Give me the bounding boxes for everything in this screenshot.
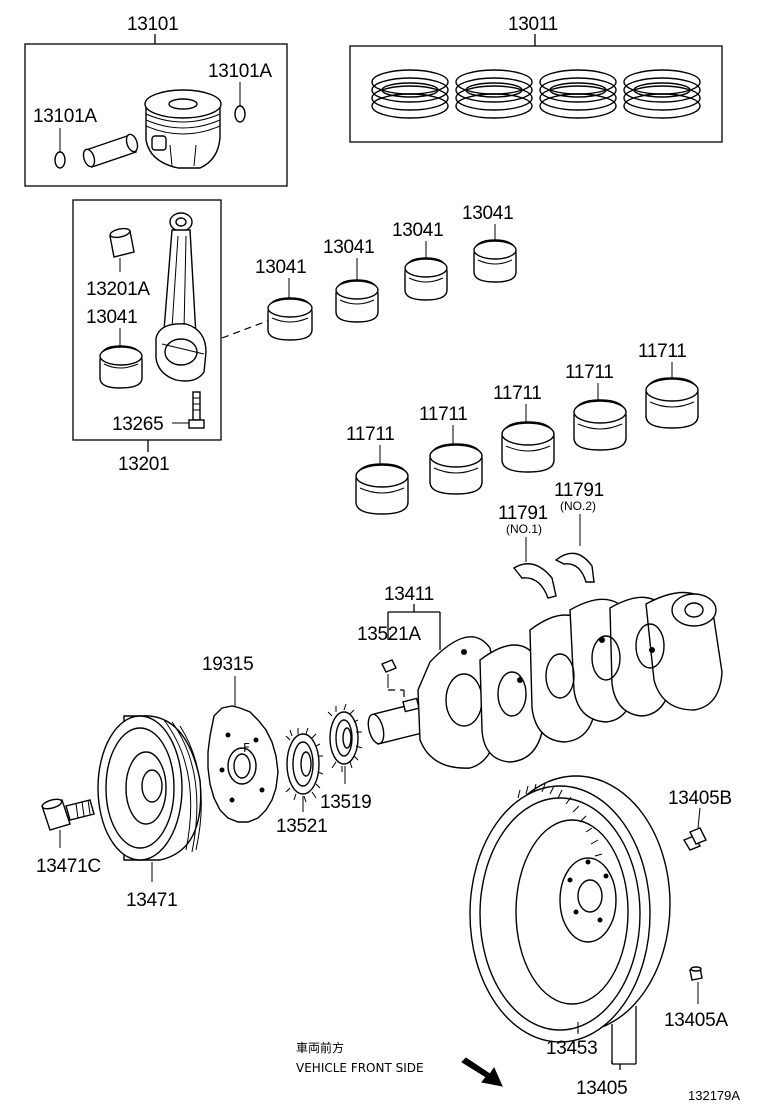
label-13041-a: 13041	[255, 257, 306, 278]
thrust-washer-no2	[554, 552, 595, 583]
oil-pump-sprocket-13519	[327, 703, 363, 772]
flywheel-bolt-13405B	[682, 827, 707, 851]
crank-pulley-13471	[97, 715, 202, 861]
crankshaft	[367, 591, 723, 769]
label-11711-d: 11711	[565, 362, 614, 383]
front-en-text: VEHICLE FRONT SIDE	[296, 1061, 424, 1075]
label-11711-a: 11711	[346, 424, 395, 445]
thrust-washer-no1	[512, 563, 557, 599]
piston-group: 13101 13101A 13101A	[24, 14, 288, 187]
flywheel-group: 13405B 13405A 13453 13405	[469, 775, 732, 1099]
rod-bearing-c	[404, 257, 448, 301]
snap-ring-left	[54, 151, 66, 169]
main-bearing-d	[573, 399, 627, 451]
label-13265: 13265	[112, 414, 163, 435]
label-19315: 19315	[202, 654, 253, 675]
label-13101: 13101	[127, 14, 178, 35]
label-no1: (NO.1)	[506, 522, 542, 536]
flywheel-13405	[469, 775, 671, 1043]
pulley-bolt-13471C	[41, 798, 95, 831]
rod-bearing-a	[267, 297, 313, 341]
label-13521A: 13521A	[357, 624, 421, 645]
front-arrow-icon	[461, 1057, 503, 1087]
label-13041-d: 13041	[462, 203, 513, 224]
label-11791-no1: 11791	[498, 503, 548, 524]
connecting-rod-group: 13201A 13041 13265	[72, 199, 271, 475]
thrust-washers-group: 11791 (NO.1) 11791 (NO.2)	[498, 480, 604, 599]
label-13471: 13471	[126, 890, 177, 911]
label-13411: 13411	[384, 584, 434, 605]
connecting-rod	[155, 212, 207, 382]
crankshaft-group: 13411 13521A	[357, 584, 723, 769]
ring-set-box	[349, 45, 723, 143]
vehicle-front-note: 車両前方 VEHICLE FRONT SIDE	[296, 1040, 503, 1087]
piston-box	[24, 43, 288, 187]
label-13519: 13519	[320, 792, 371, 813]
timing-rotor-19315: F	[207, 705, 279, 823]
flywheel-pin-13405A	[689, 966, 703, 981]
ring-set-2	[455, 69, 533, 119]
rod-bearing-d	[473, 239, 517, 283]
label-13041-c: 13041	[392, 220, 443, 241]
rod-bearings-group: 13041 13041 13041 13041	[255, 203, 517, 341]
label-13201A: 13201A	[86, 279, 150, 300]
label-13405A: 13405A	[664, 1010, 728, 1031]
rod-bearing-b	[335, 279, 379, 323]
label-13405B: 13405B	[668, 788, 732, 809]
ring-set-1	[371, 69, 449, 119]
rod-bushing	[109, 227, 135, 258]
timing-rotor-group: 19315 F 13521 13519	[202, 654, 372, 837]
label-11711-b: 11711	[419, 404, 468, 425]
label-11791-no2: 11791	[554, 480, 604, 501]
main-bearings-group: 11711 11711 11711 11711 11711	[346, 341, 699, 515]
piston-pin	[82, 133, 139, 168]
drawing-number: 132179A	[688, 1088, 740, 1103]
rod-box	[72, 199, 222, 441]
piston	[144, 89, 222, 169]
label-13521: 13521	[276, 816, 327, 837]
label-11711-c: 11711	[493, 383, 542, 404]
label-13041-b: 13041	[323, 237, 374, 258]
piston-ring-set-group: 13011	[349, 14, 723, 143]
svg-text:F: F	[243, 741, 250, 755]
front-jp-text: 車両前方	[296, 1040, 344, 1055]
label-13201: 13201	[118, 454, 169, 475]
label-13101A-right: 13101A	[208, 61, 272, 82]
main-bearing-b	[429, 443, 483, 495]
rod-bolt	[188, 391, 205, 429]
snap-ring-right	[234, 105, 246, 123]
label-13101A-left: 13101A	[33, 106, 97, 127]
label-13011: 13011	[508, 14, 558, 35]
label-13405: 13405	[576, 1078, 627, 1099]
crank-pulley-group: 13471C 13471	[36, 715, 202, 911]
ring-set-4	[623, 69, 701, 119]
woodruff-key	[381, 659, 397, 673]
label-11711-e: 11711	[638, 341, 687, 362]
main-bearing-e	[645, 377, 699, 429]
crank-sprocket-13521	[285, 727, 324, 803]
rod-bearing-lower	[99, 345, 143, 389]
label-no2: (NO.2)	[560, 499, 596, 513]
label-13041-rod: 13041	[86, 307, 137, 328]
main-bearing-a	[355, 463, 409, 515]
label-13471C: 13471C	[36, 856, 101, 877]
main-bearing-c	[501, 421, 555, 473]
label-13453: 13453	[546, 1038, 597, 1059]
ring-set-3	[539, 69, 617, 119]
